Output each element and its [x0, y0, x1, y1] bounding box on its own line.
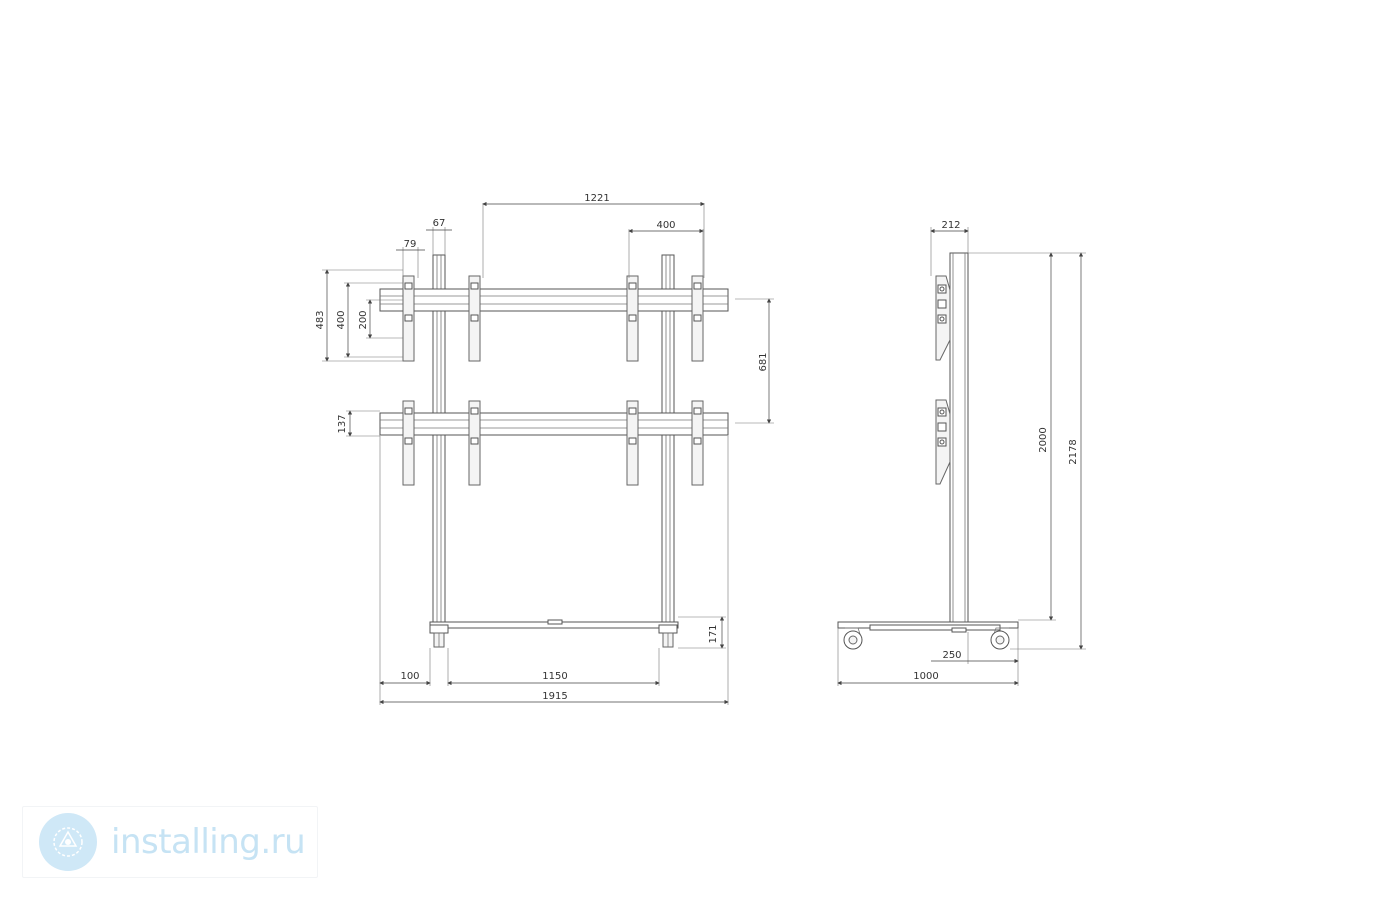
dim-label: 67: [433, 218, 446, 229]
side-right-caster: [990, 627, 1010, 650]
dim-label: 250: [942, 650, 961, 661]
dim-171: 171: [678, 616, 726, 649]
bracket: [468, 275, 481, 362]
front-right-caster: [658, 624, 678, 648]
front-brackets-upper: [402, 275, 704, 362]
bracket: [626, 400, 639, 486]
front-left-caster: [429, 624, 449, 648]
dim-label: 200: [358, 310, 369, 329]
dim-681: 681: [735, 298, 774, 424]
dim-2178: 2178: [1010, 252, 1086, 650]
dim-label: 137: [337, 414, 348, 433]
watermark: installing.ru: [22, 806, 318, 878]
bracket: [691, 275, 704, 362]
bracket: [468, 400, 481, 486]
dim-label: 483: [315, 310, 326, 329]
dim-212: 212: [930, 220, 969, 276]
side-view: 212 2000 2178 250 1000: [837, 220, 1086, 686]
front-left-column: [432, 254, 446, 626]
dim-400: 400: [336, 282, 403, 358]
dim-label: 400: [336, 310, 347, 329]
dim-67: 67: [426, 218, 452, 255]
bracket: [691, 400, 704, 486]
bracket: [402, 275, 415, 362]
dim-label: 681: [758, 352, 769, 371]
dim-2000: 2000: [968, 252, 1056, 621]
dim-label: 1221: [584, 193, 609, 204]
dim-1000: 1000: [837, 628, 1019, 686]
front-base: [429, 619, 679, 629]
dim-100: 100: [379, 436, 431, 705]
dim-1915: 1915: [379, 436, 729, 705]
front-view: 1221 67 400 79 483: [315, 193, 774, 705]
watermark-text: installing.ru: [111, 822, 306, 862]
front-top-rail: [379, 288, 729, 312]
side-column: [949, 252, 969, 624]
dim-label: 79: [404, 239, 417, 250]
watermark-logo-icon: [39, 813, 97, 871]
side-bracket-lower: [935, 399, 951, 485]
dim-label: 2178: [1068, 439, 1079, 464]
side-left-caster: [843, 627, 863, 650]
dim-79: 79: [396, 239, 425, 278]
dim-200: 200: [358, 299, 403, 339]
dim-137: 137: [337, 410, 380, 437]
dim-483: 483: [315, 269, 403, 362]
dim-1221: 1221: [482, 193, 705, 278]
dim-label: 1150: [542, 671, 567, 682]
dim-label: 2000: [1038, 427, 1049, 452]
dim-label: 100: [400, 671, 419, 682]
front-bottom-rail: [379, 412, 729, 436]
dim-label: 400: [656, 220, 675, 231]
dim-400-top: 400: [628, 220, 704, 278]
front-right-column: [661, 254, 675, 626]
front-brackets-lower: [402, 400, 704, 486]
bracket: [626, 275, 639, 362]
dim-label: 171: [708, 624, 719, 643]
dim-label: 212: [941, 220, 960, 231]
dim-1150: 1150: [447, 648, 660, 686]
side-base: [837, 621, 1019, 633]
bracket: [402, 400, 415, 486]
side-bracket-upper: [935, 275, 951, 361]
dim-label: 1000: [913, 671, 938, 682]
dim-label: 1915: [542, 691, 567, 702]
dim-250: 250: [931, 628, 1019, 686]
